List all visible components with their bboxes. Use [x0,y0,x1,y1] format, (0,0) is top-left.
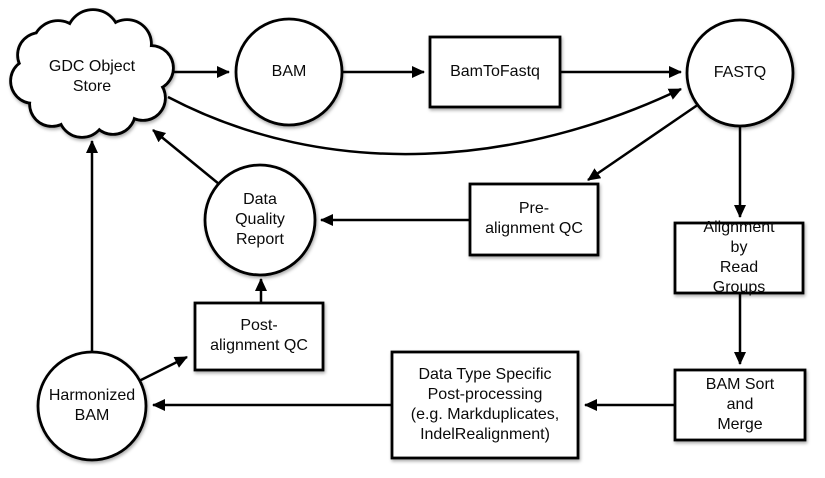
edges [86,66,746,411]
bamtofastq-rect-shape [428,35,562,109]
node-label-bam-sort-and-merge: BAM Sort and Merge [705,376,775,433]
edge-fastq-to-pre-alignment-qc [587,102,700,182]
node-label-fastq: FASTQ [713,64,767,81]
alignment-by-read-groups-rect-shape [673,221,805,295]
edge-data-quality-report-to-gdc-object-store [152,129,220,185]
node-label-harmonized-bam: Harmonized BAM [48,387,136,424]
gdc-object-store-cloud-shape [9,8,175,139]
pre-alignment-qc-rect-shape [468,182,600,257]
edge-gdc-object-store-to-fastq [167,87,682,156]
node-label-gdc-object-store: GDC Object Store [48,58,136,95]
node-label-alignment-by-read-groups: Alignment by Read Groups [703,219,775,296]
node-label-bamtofastq: BamToFastq [450,63,540,80]
bam-circle-shape [234,17,344,127]
fastq-circle-shape [685,18,795,128]
node-label-bam: BAM [271,63,307,80]
harmonized-bam-circle-shape [36,350,148,462]
data-type-specific-post-processing-rect-shape [390,350,580,460]
edge-harmonized-bam-to-post-alignment-qc [138,355,188,383]
node-label-pre-alignment-qc: Pre- alignment QC [485,200,583,237]
post-alignment-qc-rect-shape [193,301,325,372]
node-label-data-quality-report: Data Quality Report [235,191,285,248]
node-label-post-alignment-qc: Post- alignment QC [210,317,308,354]
node-label-data-type-specific-post-processing: Data Type Specific Post-processing (e.g.… [410,366,560,443]
data-quality-report-circle-shape [203,163,317,277]
bam-sort-and-merge-rect-shape [673,368,807,442]
